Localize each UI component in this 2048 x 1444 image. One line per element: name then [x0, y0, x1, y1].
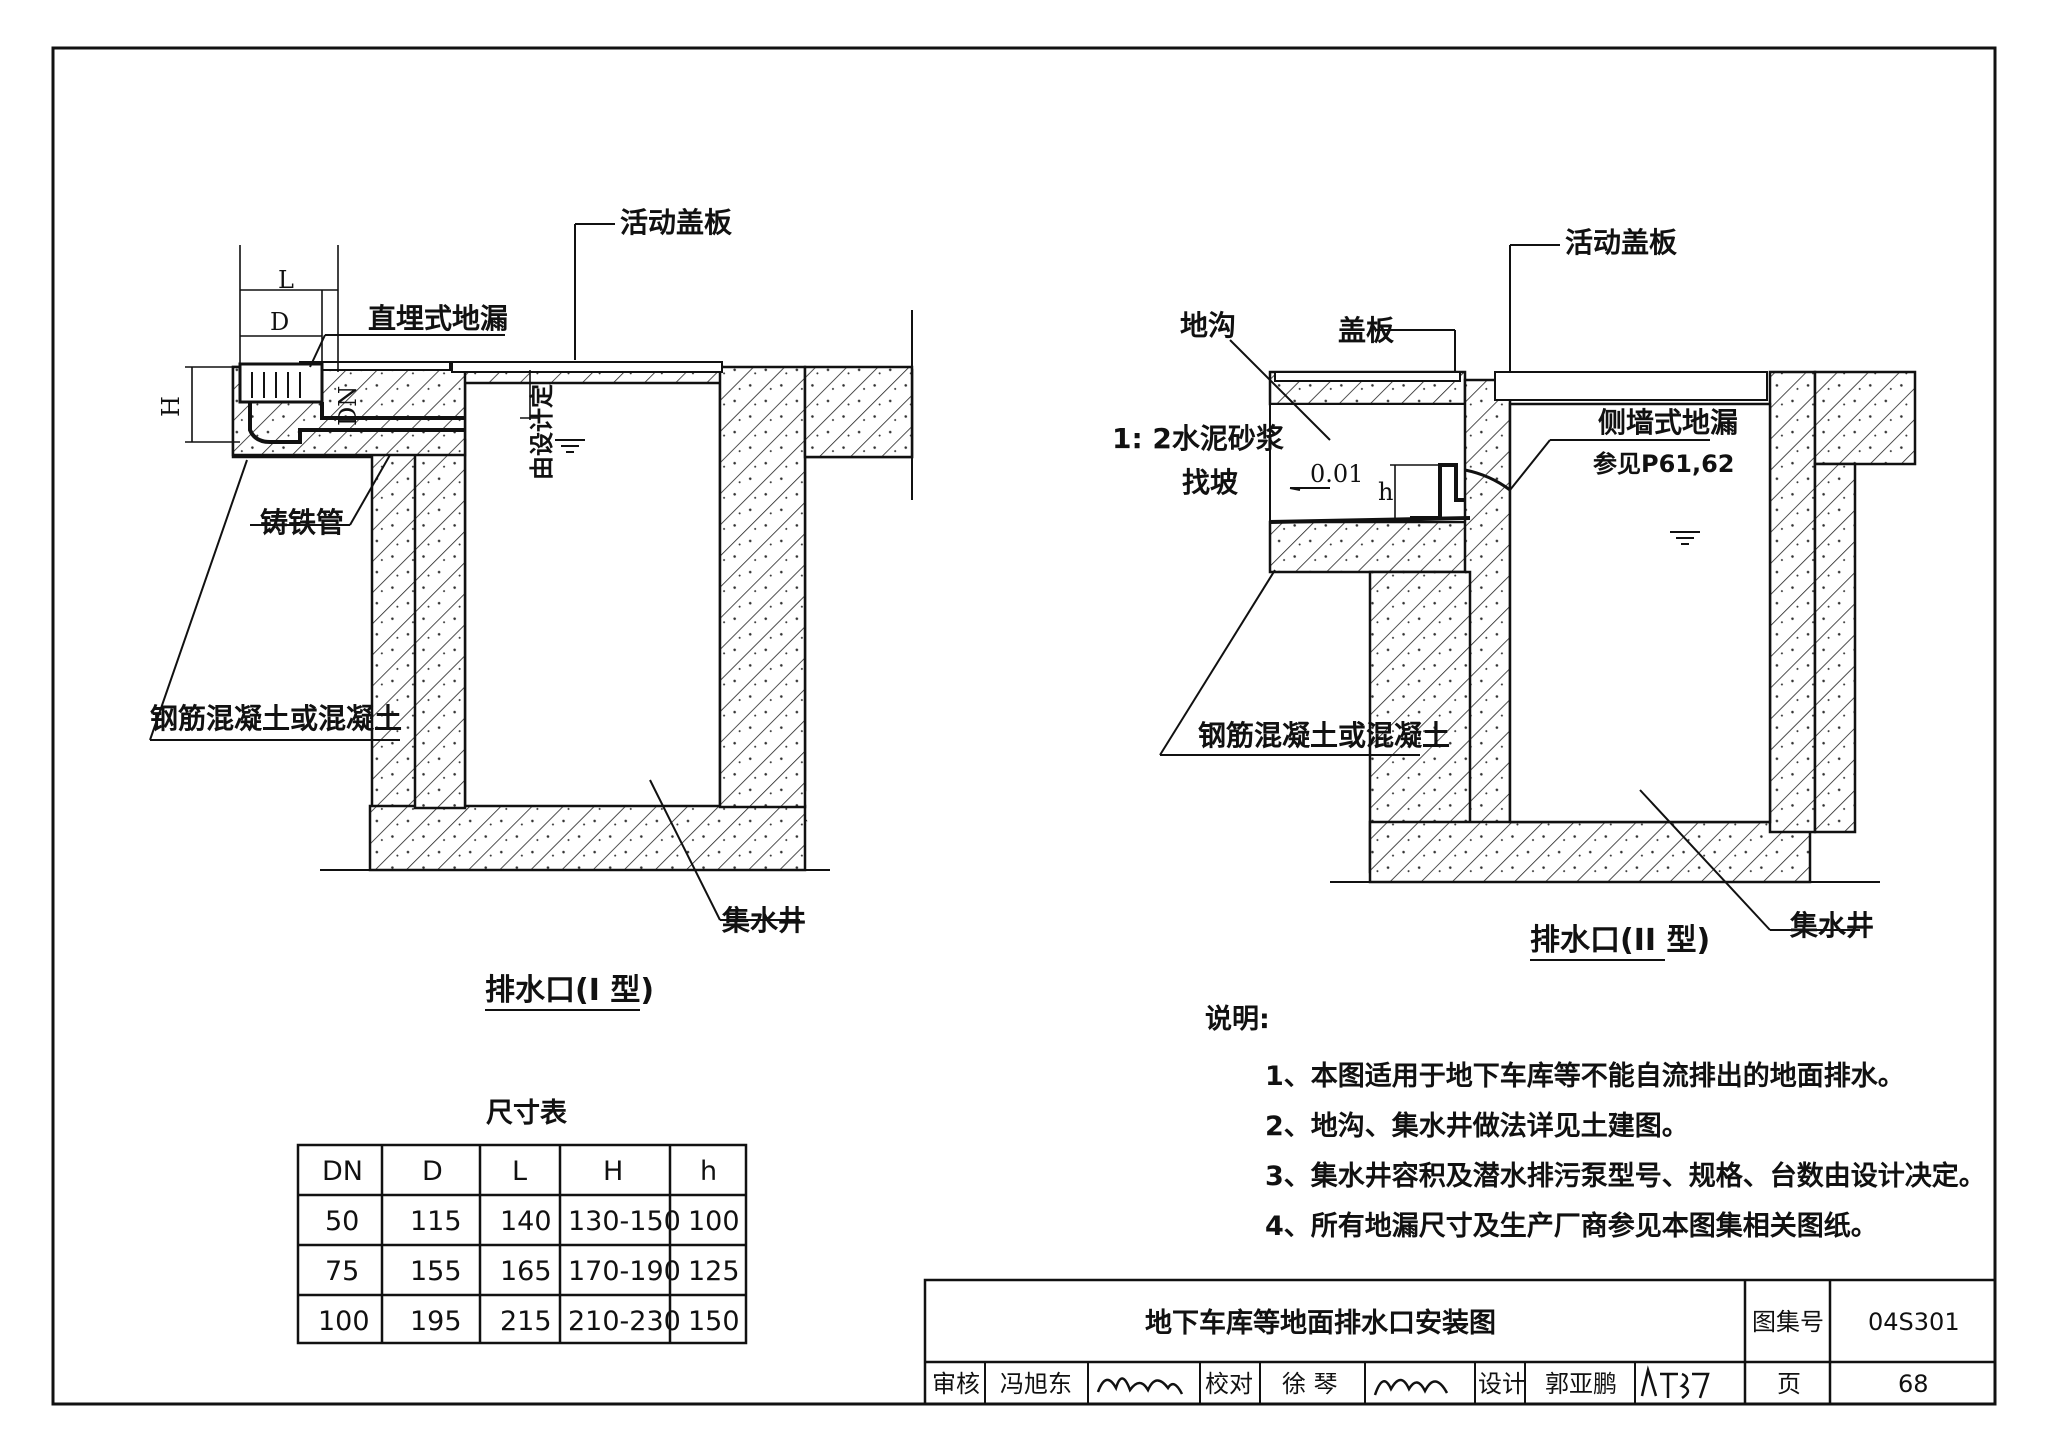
type-2-sump-label: 集水井 — [1789, 909, 1874, 942]
type-1-cover-plate — [451, 361, 723, 373]
table-cell: 75 — [325, 1256, 359, 1287]
table-cell: 165 — [500, 1256, 552, 1287]
table-cell: 140 — [500, 1206, 552, 1237]
table-cell: 100 — [318, 1306, 370, 1337]
mortar-label: 1: 2水泥砂浆 — [1112, 422, 1285, 455]
table-header-row: DN D L H h — [322, 1156, 717, 1187]
direct-drain-label: 直埋式地漏 — [368, 302, 508, 335]
dimension-table: 尺寸表 DN D L H h 50 115 140 130-150 100 75 — [296, 1098, 748, 1345]
type-2-right-wall — [1768, 370, 1817, 834]
table-header: L — [512, 1156, 527, 1187]
drawing-title: 地下车库等地面排水口安装图 — [1145, 1307, 1496, 1339]
dim-h-label: h — [1378, 478, 1393, 506]
type-2-water-level-icon — [1670, 531, 1700, 545]
slope-finding-label: 找坡 — [1182, 466, 1238, 499]
table-row: 75 155 165 170-190 125 — [325, 1256, 740, 1287]
table-header: H — [603, 1156, 623, 1187]
type-1-well-void — [463, 381, 722, 810]
table-cell: 210-230 — [568, 1306, 681, 1337]
design-defined-label: 由设计定 — [528, 384, 556, 480]
table-cell: 155 — [410, 1256, 462, 1287]
title-block: 地下车库等地面排水口安装图 图集号 04S301 审核 冯旭东 校对 徐 琴 设… — [923, 1278, 1997, 1406]
type-2-middle-wall — [1463, 378, 1512, 874]
type-2-trench-void — [1269, 403, 1466, 523]
designer-signature — [1640, 1365, 1710, 1400]
table-header: DN — [322, 1156, 363, 1187]
type-2-well-cover — [1494, 371, 1768, 401]
table-title: 尺寸表 — [486, 1098, 567, 1129]
page-label: 页 — [1777, 1370, 1801, 1398]
note-item: 3、集水井容积及潜水排污泵型号、规格、台数由设计决定。 — [1265, 1160, 1986, 1192]
type-2-right-slab — [1813, 370, 1917, 466]
reviewer-name: 冯旭东 — [1000, 1370, 1072, 1398]
type-1-leaders — [149, 223, 800, 921]
dim-H-label: H — [157, 396, 185, 417]
check-label: 校对 — [1205, 1370, 1253, 1398]
table-cell: 215 — [500, 1306, 552, 1337]
type-1-left-wall — [413, 438, 467, 810]
reviewer-signature — [1096, 1377, 1184, 1395]
checker-name: 徐 琴 — [1282, 1370, 1338, 1398]
table-cell: 150 — [688, 1306, 740, 1337]
type-1-right-wall — [718, 365, 807, 809]
water-level-icon — [555, 439, 585, 453]
note-item: 2、地沟、集水井做法详见土建图。 — [1265, 1110, 1689, 1142]
type-2-concrete-label: 钢筋混凝土或混凝土 — [1198, 719, 1450, 752]
table-cell: 125 — [688, 1256, 740, 1287]
table-cell: 130-150 — [568, 1206, 681, 1237]
design-label: 设计 — [1478, 1370, 1526, 1398]
type-1-caption: 排水口(I 型) — [485, 973, 654, 1008]
table-cell: 100 — [688, 1206, 740, 1237]
trench-label: 地沟 — [1180, 309, 1236, 342]
side-wall-drain-icon — [1410, 463, 1511, 520]
note-item: 4、所有地漏尺寸及生产厂商参见本图集相关图纸。 — [1265, 1210, 1878, 1242]
type-1-section: 活动盖板 直埋式地漏 L D H DN 由设计定 铸铁管 钢筋混凝土或混凝土 集… — [149, 206, 914, 1011]
type-2-section: 活动盖板 地沟 盖板 1: 2水泥砂浆 找坡 0.01 h 侧墙式地漏 参见P6… — [1112, 226, 1917, 961]
plate-label: 盖板 — [1338, 314, 1394, 347]
notes-block: 说明: 1、本图适用于地下车库等不能自流排出的地面排水。 2、地沟、集水井做法详… — [1205, 1004, 1986, 1242]
type-1-cover-label: 活动盖板 — [620, 206, 732, 239]
side-drain-label: 侧墙式地漏 — [1598, 406, 1738, 439]
type-1-sump-label: 集水井 — [721, 904, 806, 937]
notes-heading: 说明: — [1205, 1004, 1270, 1035]
designer-name: 郭亚鹏 — [1545, 1370, 1617, 1398]
reference-label: 参见P61,62 — [1593, 450, 1735, 478]
page-number: 68 — [1898, 1370, 1929, 1398]
table-cell: 115 — [410, 1206, 462, 1237]
table-cell: 195 — [410, 1306, 462, 1337]
type-1-bottom-slab — [368, 804, 807, 872]
review-label: 审核 — [932, 1370, 980, 1398]
cast-iron-pipe-label: 铸铁管 — [260, 506, 344, 539]
table-header: h — [700, 1156, 717, 1187]
type-2-caption: 排水口(II 型) — [1530, 923, 1710, 958]
type-1-concrete-label: 钢筋混凝土或混凝土 — [150, 702, 402, 735]
type-1-dimensions — [185, 245, 540, 443]
table-row: 50 115 140 130-150 100 — [325, 1206, 740, 1237]
type-2-bottom-slab — [1368, 820, 1812, 884]
table-cell: 50 — [325, 1206, 359, 1237]
note-item: 1、本图适用于地下车库等不能自流排出的地面排水。 — [1265, 1060, 1905, 1092]
type-2-trench-cover — [1274, 371, 1461, 382]
table-cell: 170-190 — [568, 1256, 681, 1287]
slope-value: 0.01 — [1310, 460, 1363, 488]
checker-signature — [1373, 1378, 1449, 1396]
dim-L-label: L — [278, 266, 294, 294]
type-1-right-slab — [803, 365, 914, 459]
type-2-leaders — [1159, 244, 1860, 931]
dim-DN-label: DN — [334, 386, 362, 426]
atlas-label: 图集号 — [1752, 1308, 1824, 1336]
table-header: D — [422, 1156, 443, 1187]
type-2-well-void — [1508, 402, 1772, 824]
atlas-number: 04S301 — [1868, 1308, 1960, 1336]
type-2-trench-bottom — [1268, 520, 1472, 574]
table-row: 100 195 215 210-230 150 — [318, 1306, 740, 1337]
dim-D-label: D — [270, 308, 289, 336]
floor-drain-icon — [238, 362, 465, 444]
type-2-cover-label: 活动盖板 — [1565, 226, 1677, 259]
